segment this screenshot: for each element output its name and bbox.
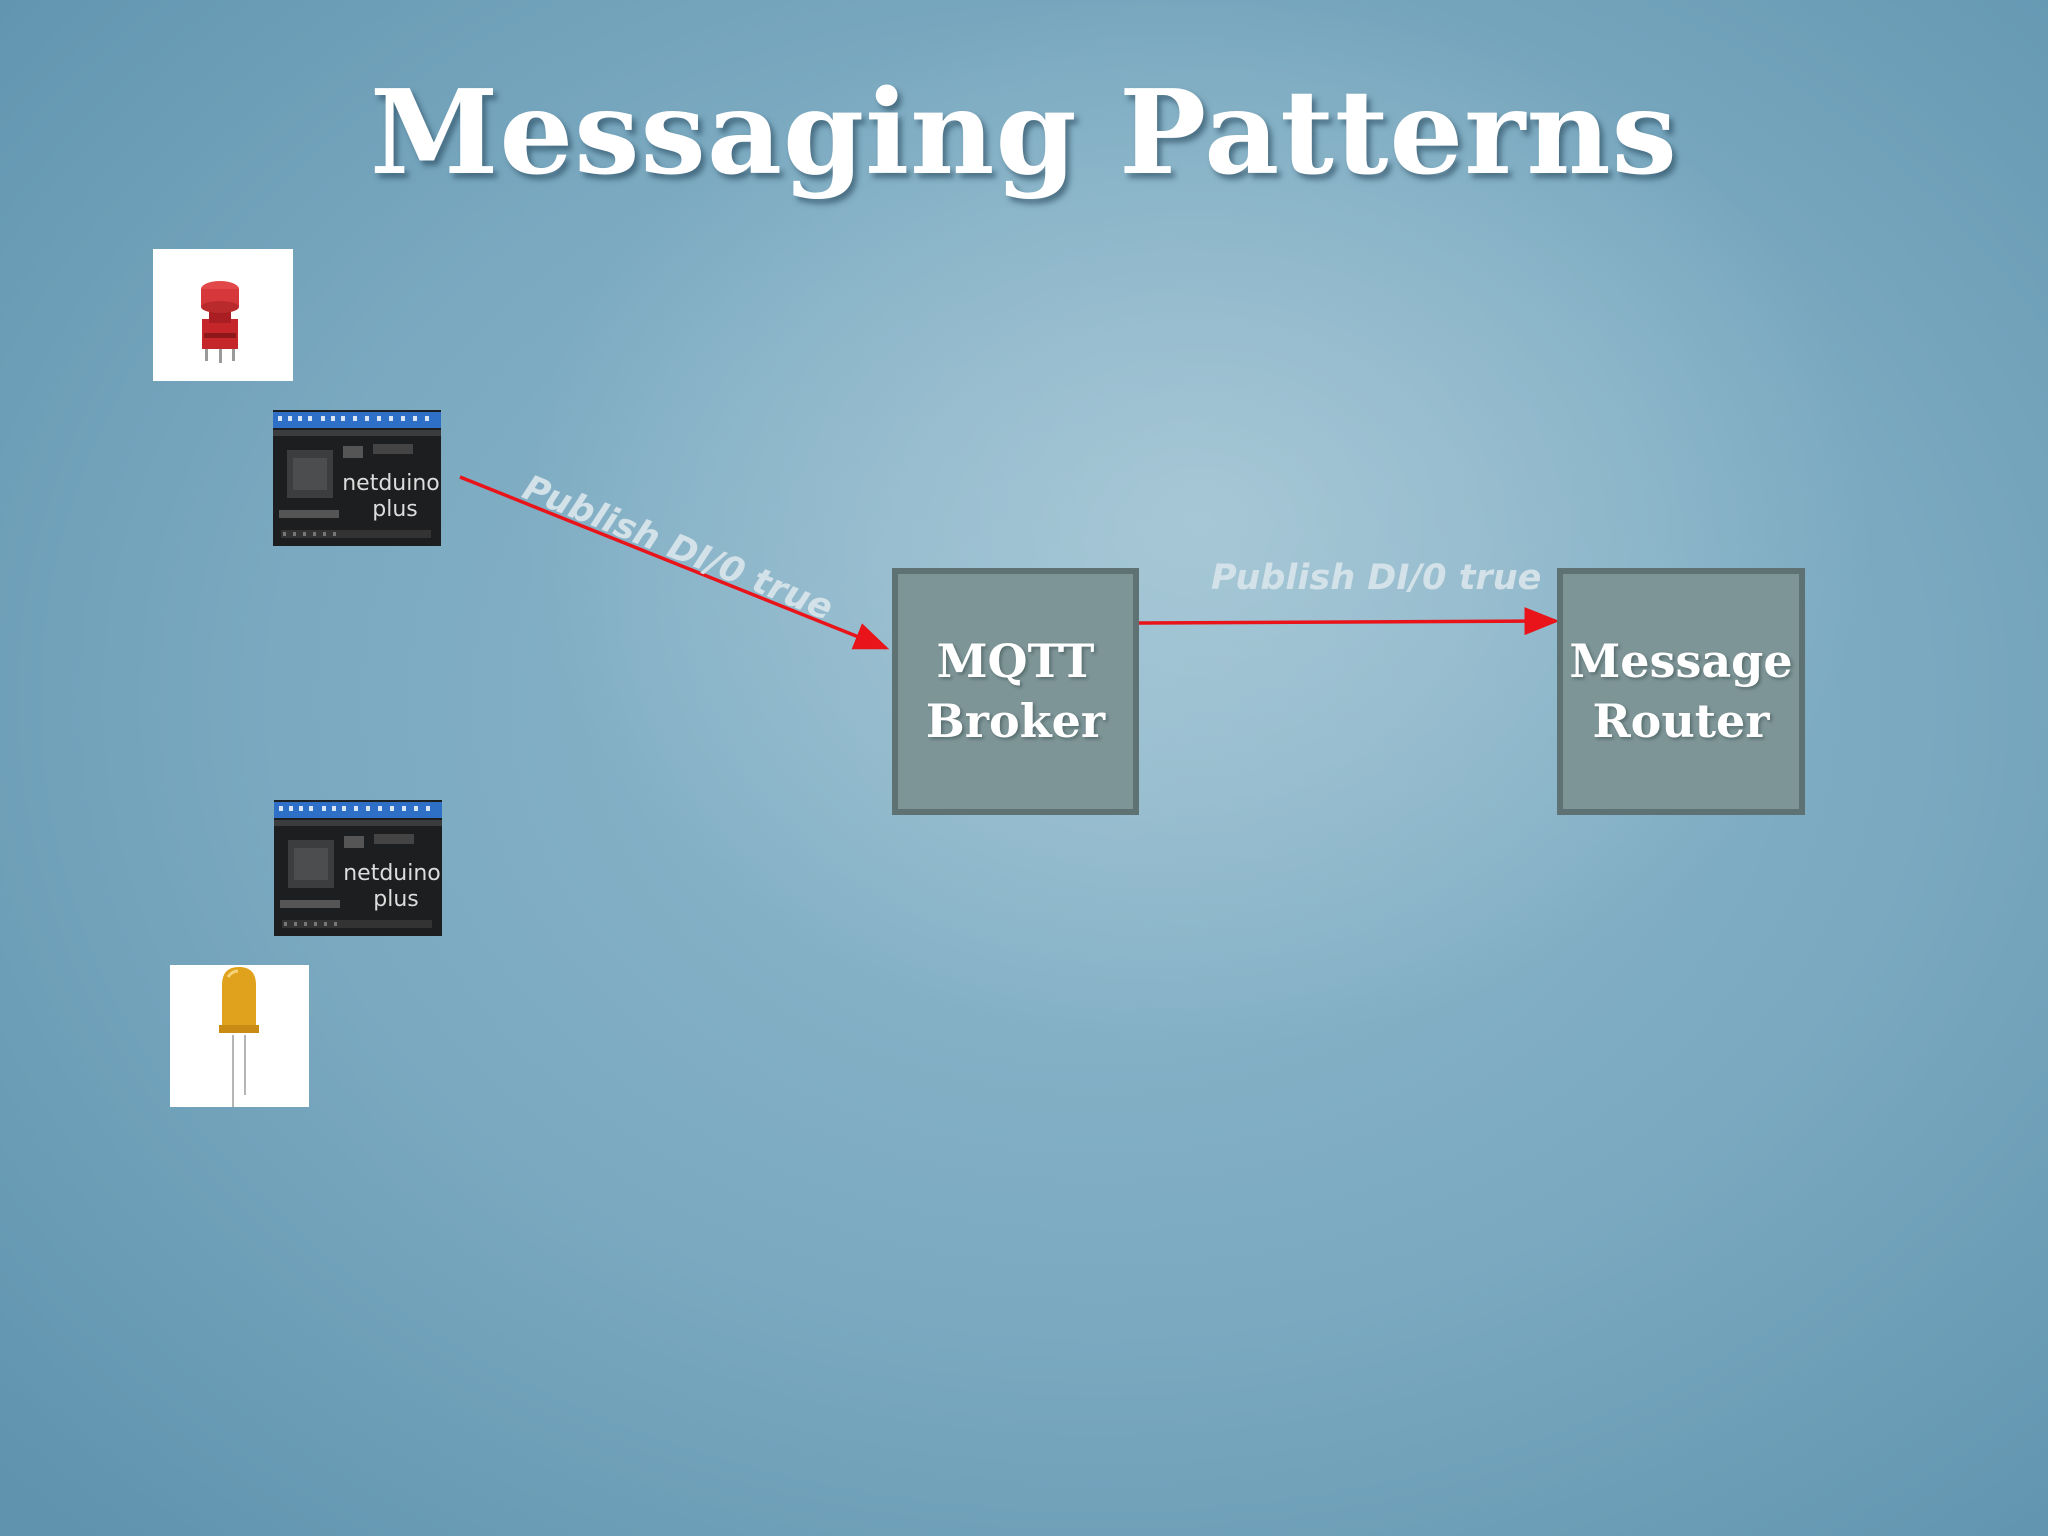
message-router-node: Message Router bbox=[1557, 568, 1805, 815]
message-router-label-line1: Message bbox=[1569, 633, 1793, 688]
netduino-plus-board-icon: netduino plus bbox=[273, 410, 441, 546]
mqtt-broker-label-line1: MQTT bbox=[936, 633, 1095, 688]
message-router-label-line2: Router bbox=[1592, 693, 1770, 748]
svg-text:netduino: netduino bbox=[342, 471, 440, 496]
edge-label-broker-to-router: Publish DI/0 true bbox=[1211, 558, 1542, 598]
mqtt-broker-node: MQTT Broker bbox=[892, 568, 1139, 815]
mqtt-broker-label-line2: Broker bbox=[925, 693, 1106, 748]
push-button-image bbox=[153, 249, 293, 381]
svg-text:plus: plus bbox=[373, 887, 418, 912]
netduino-board-bottom: netduino plus bbox=[274, 800, 442, 936]
slide-title: Messaging Patterns bbox=[370, 65, 1678, 201]
led-image bbox=[170, 965, 309, 1107]
netduino-board-top: netduino plus bbox=[273, 410, 441, 546]
edge-label-netduino-to-broker: Publish DI/0 true bbox=[517, 468, 839, 629]
arrow-broker-to-router bbox=[1137, 607, 1560, 636]
svg-text:plus: plus bbox=[372, 497, 417, 522]
svg-text:netduino: netduino bbox=[343, 861, 441, 886]
led-icon bbox=[219, 967, 259, 1107]
push-button-icon bbox=[201, 281, 239, 363]
netduino-plus-board-icon: netduino plus bbox=[274, 800, 442, 936]
